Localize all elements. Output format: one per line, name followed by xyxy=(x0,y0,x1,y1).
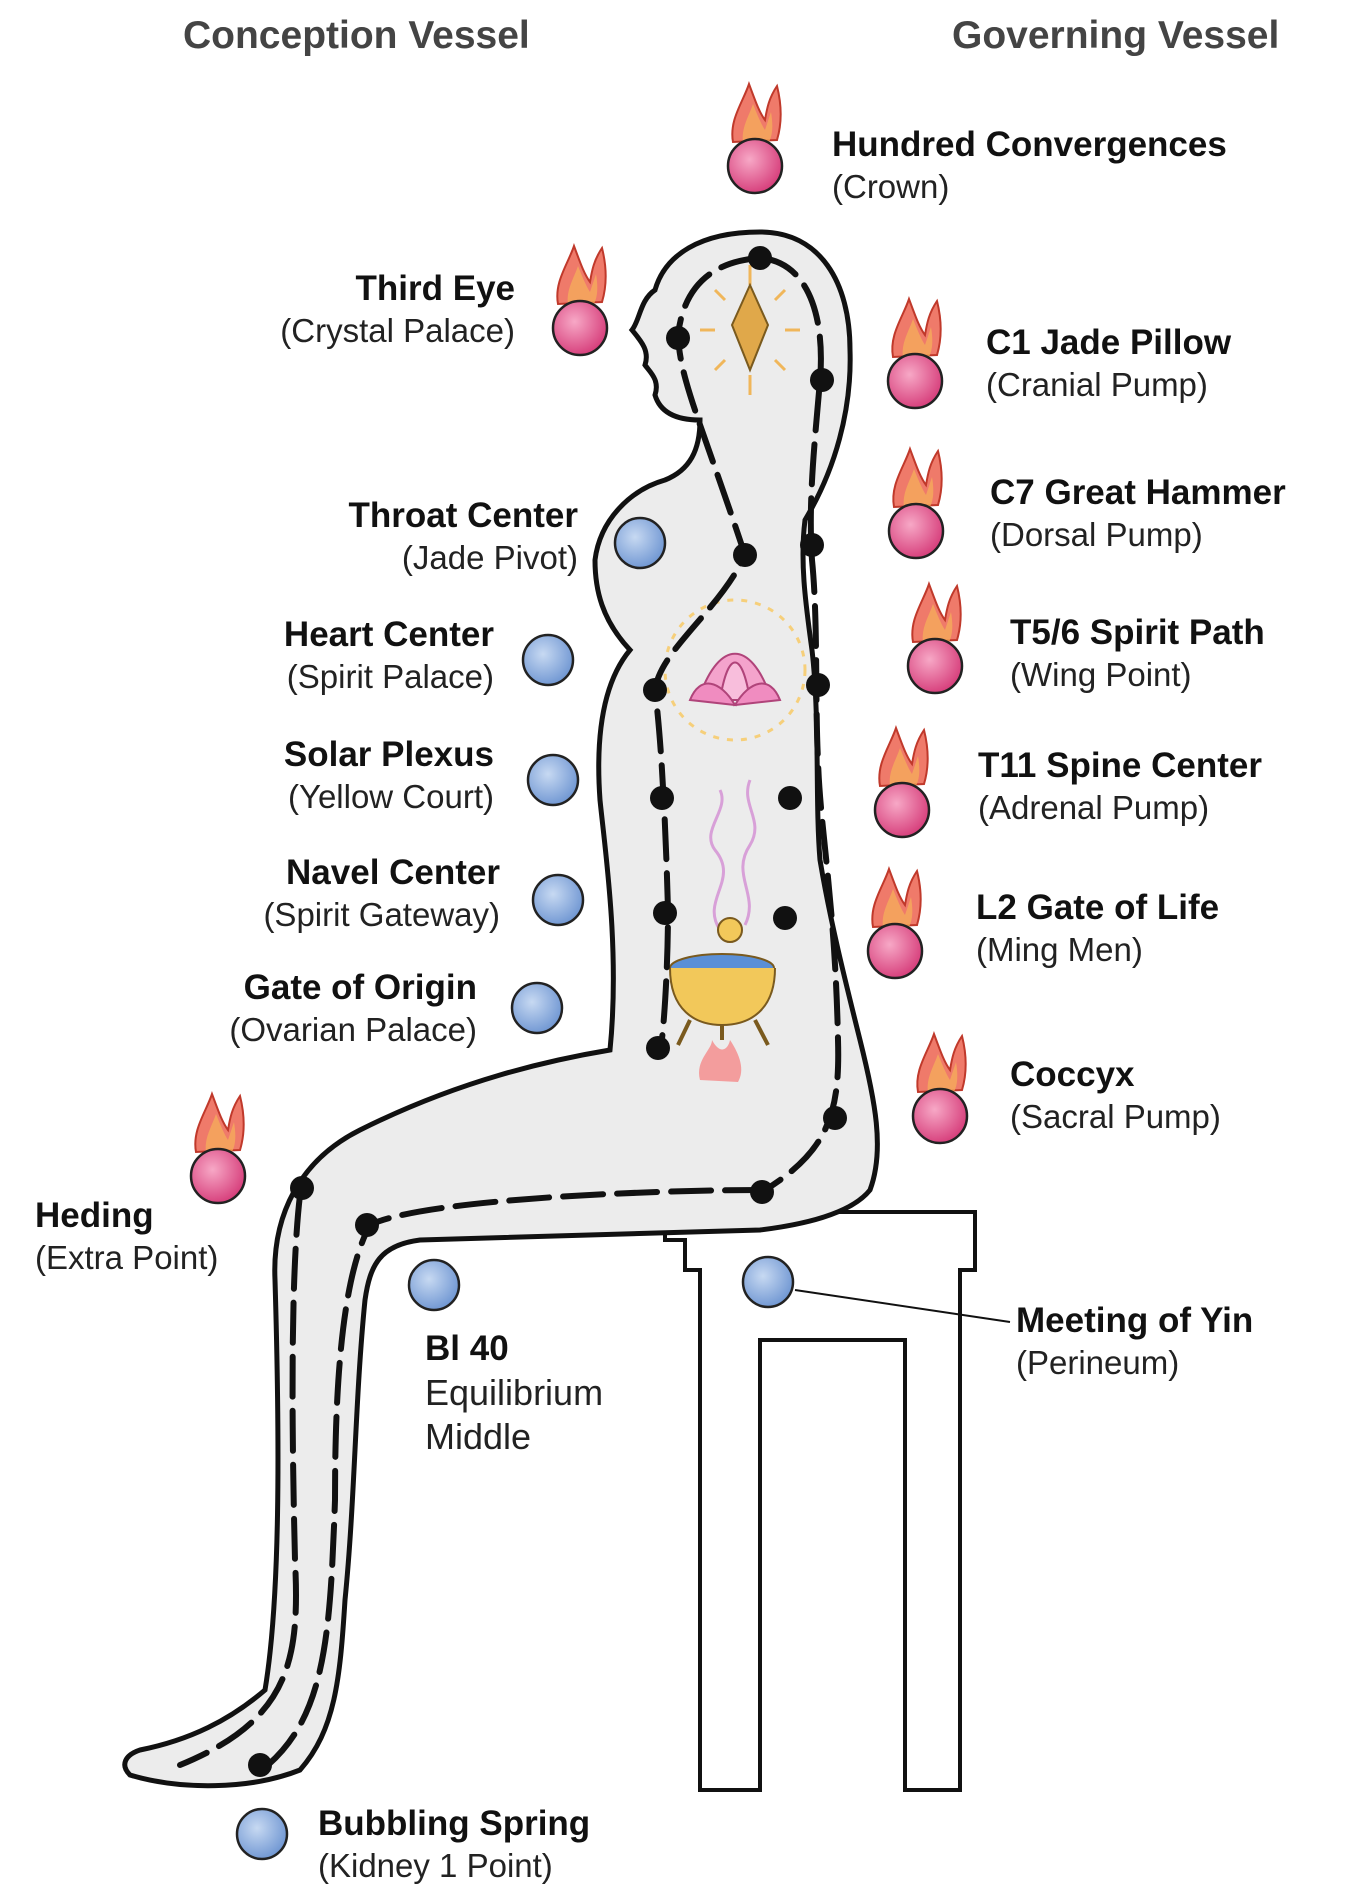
label-title: Third Eye xyxy=(355,269,515,308)
label-sub: (Jade Pivot) xyxy=(401,538,578,576)
flame-icon xyxy=(866,867,924,980)
channel-point xyxy=(823,1106,847,1130)
label-title: T11 Spine Center xyxy=(978,746,1262,785)
label-title: Solar Plexus xyxy=(283,735,494,774)
label-title: Navel Center xyxy=(286,853,500,892)
label-meeting-of-yin: Meeting of Yin (Perineum) xyxy=(1016,1300,1253,1383)
label-title: C1 Jade Pillow xyxy=(986,323,1232,362)
channel-point xyxy=(643,678,667,702)
label-solar-plexus: Solar Plexus (Yellow Court) xyxy=(284,734,494,817)
label-title: Coccyx xyxy=(1010,1055,1135,1094)
perineum-leader-line xyxy=(794,1289,1011,1323)
channel-point xyxy=(248,1753,272,1777)
label-bl40: Bl 40 Equilibrium Middle xyxy=(425,1328,603,1459)
channel-point xyxy=(748,246,772,270)
label-sub: (Kidney 1 Point) xyxy=(318,1846,553,1884)
label-title: Heart Center xyxy=(283,615,494,654)
label-sub: (Wing Point) xyxy=(1010,655,1192,693)
label-gate-of-origin: Gate of Origin (Ovarian Palace) xyxy=(229,967,477,1050)
blue-dot-icon xyxy=(407,1258,461,1312)
label-spine-center: T11 Spine Center (Adrenal Pump) xyxy=(978,745,1262,828)
label-sub: (Crystal Palace) xyxy=(280,311,515,349)
blue-dot-icon xyxy=(526,753,580,807)
channel-point xyxy=(290,1176,314,1200)
label-sub: (Spirit Gateway) xyxy=(263,895,500,933)
label-title: T5/6 Spirit Path xyxy=(1010,613,1265,652)
blue-dot-icon xyxy=(741,1255,795,1309)
label-title: Bl 40 xyxy=(425,1329,509,1368)
blue-dot-icon xyxy=(235,1807,289,1861)
label-sub: (Yellow Court) xyxy=(287,777,494,815)
label-sub: Middle xyxy=(425,1415,532,1457)
label-sub: (Sacral Pump) xyxy=(1010,1097,1221,1135)
flame-icon xyxy=(551,244,609,357)
crystal-icon xyxy=(700,265,800,395)
channel-point xyxy=(806,673,830,697)
label-sub: (Spirit Palace) xyxy=(286,657,494,695)
blue-dot-icon xyxy=(510,981,564,1035)
label-spirit-path: T5/6 Spirit Path (Wing Point) xyxy=(1010,612,1265,695)
flame-icon xyxy=(873,726,931,839)
label-title: Hundred Convergences xyxy=(832,125,1227,164)
blue-dot-icon xyxy=(521,633,575,687)
flame-icon xyxy=(189,1092,247,1205)
channel-point xyxy=(666,326,690,350)
label-title: Heding xyxy=(35,1196,154,1235)
label-sub: (Ovarian Palace) xyxy=(229,1010,477,1048)
flame-icon xyxy=(906,582,964,695)
label-third-eye: Third Eye (Crystal Palace) xyxy=(280,268,515,351)
label-great-hammer: C7 Great Hammer (Dorsal Pump) xyxy=(990,472,1286,555)
label-crown: Hundred Convergences (Crown) xyxy=(832,124,1227,207)
body-silhouette xyxy=(122,229,880,1789)
channel-point xyxy=(650,786,674,810)
label-coccyx: Coccyx (Sacral Pump) xyxy=(1010,1054,1221,1137)
stool xyxy=(663,1210,977,1792)
label-sub: (Adrenal Pump) xyxy=(978,788,1210,826)
governing-vessel-title: Governing Vessel xyxy=(952,14,1280,57)
label-sub: Equilibrium xyxy=(425,1371,604,1413)
label-heart: Heart Center (Spirit Palace) xyxy=(284,614,494,697)
conception-vessel-title: Conception Vessel xyxy=(183,14,530,57)
lotus-icon xyxy=(663,598,807,742)
channel-point xyxy=(778,786,802,810)
label-navel: Navel Center (Spirit Gateway) xyxy=(263,852,500,935)
channel-points xyxy=(248,246,847,1777)
channel-point xyxy=(750,1180,774,1204)
label-title: Gate of Origin xyxy=(243,968,477,1007)
channel-point xyxy=(355,1213,379,1237)
label-title: C7 Great Hammer xyxy=(990,473,1286,512)
label-title: Meeting of Yin xyxy=(1016,1301,1254,1340)
blue-dot-icon xyxy=(613,516,667,570)
label-sub: (Crown) xyxy=(832,167,950,205)
label-sub: (Perineum) xyxy=(1016,1343,1180,1381)
label-sub: (Cranial Pump) xyxy=(986,365,1208,403)
channel-point xyxy=(800,533,824,557)
blue-dot-icon xyxy=(531,873,585,927)
label-title: Bubbling Spring xyxy=(318,1804,591,1843)
label-throat: Throat Center (Jade Pivot) xyxy=(349,495,578,578)
channel-point xyxy=(653,901,677,925)
label-bubbling-spring: Bubbling Spring (Kidney 1 Point) xyxy=(318,1803,590,1886)
channel-point xyxy=(810,368,834,392)
flame-icon xyxy=(911,1032,969,1145)
flame-icon xyxy=(887,447,945,560)
label-jade-pillow: C1 Jade Pillow (Cranial Pump) xyxy=(986,322,1231,405)
flame-icon xyxy=(726,82,784,195)
label-heding: Heding (Extra Point) xyxy=(35,1195,218,1278)
cauldron-icon xyxy=(669,779,776,1082)
channel-point xyxy=(773,906,797,930)
channel-point xyxy=(733,543,757,567)
label-sub: (Dorsal Pump) xyxy=(990,515,1203,553)
label-sub: (Ming Men) xyxy=(976,930,1143,968)
label-title: Throat Center xyxy=(348,496,578,535)
label-sub: (Extra Point) xyxy=(35,1238,219,1276)
flame-icon xyxy=(886,297,944,410)
label-title: L2 Gate of Life xyxy=(976,888,1220,927)
channel-point xyxy=(646,1036,670,1060)
label-gate-of-life: L2 Gate of Life (Ming Men) xyxy=(976,887,1219,970)
